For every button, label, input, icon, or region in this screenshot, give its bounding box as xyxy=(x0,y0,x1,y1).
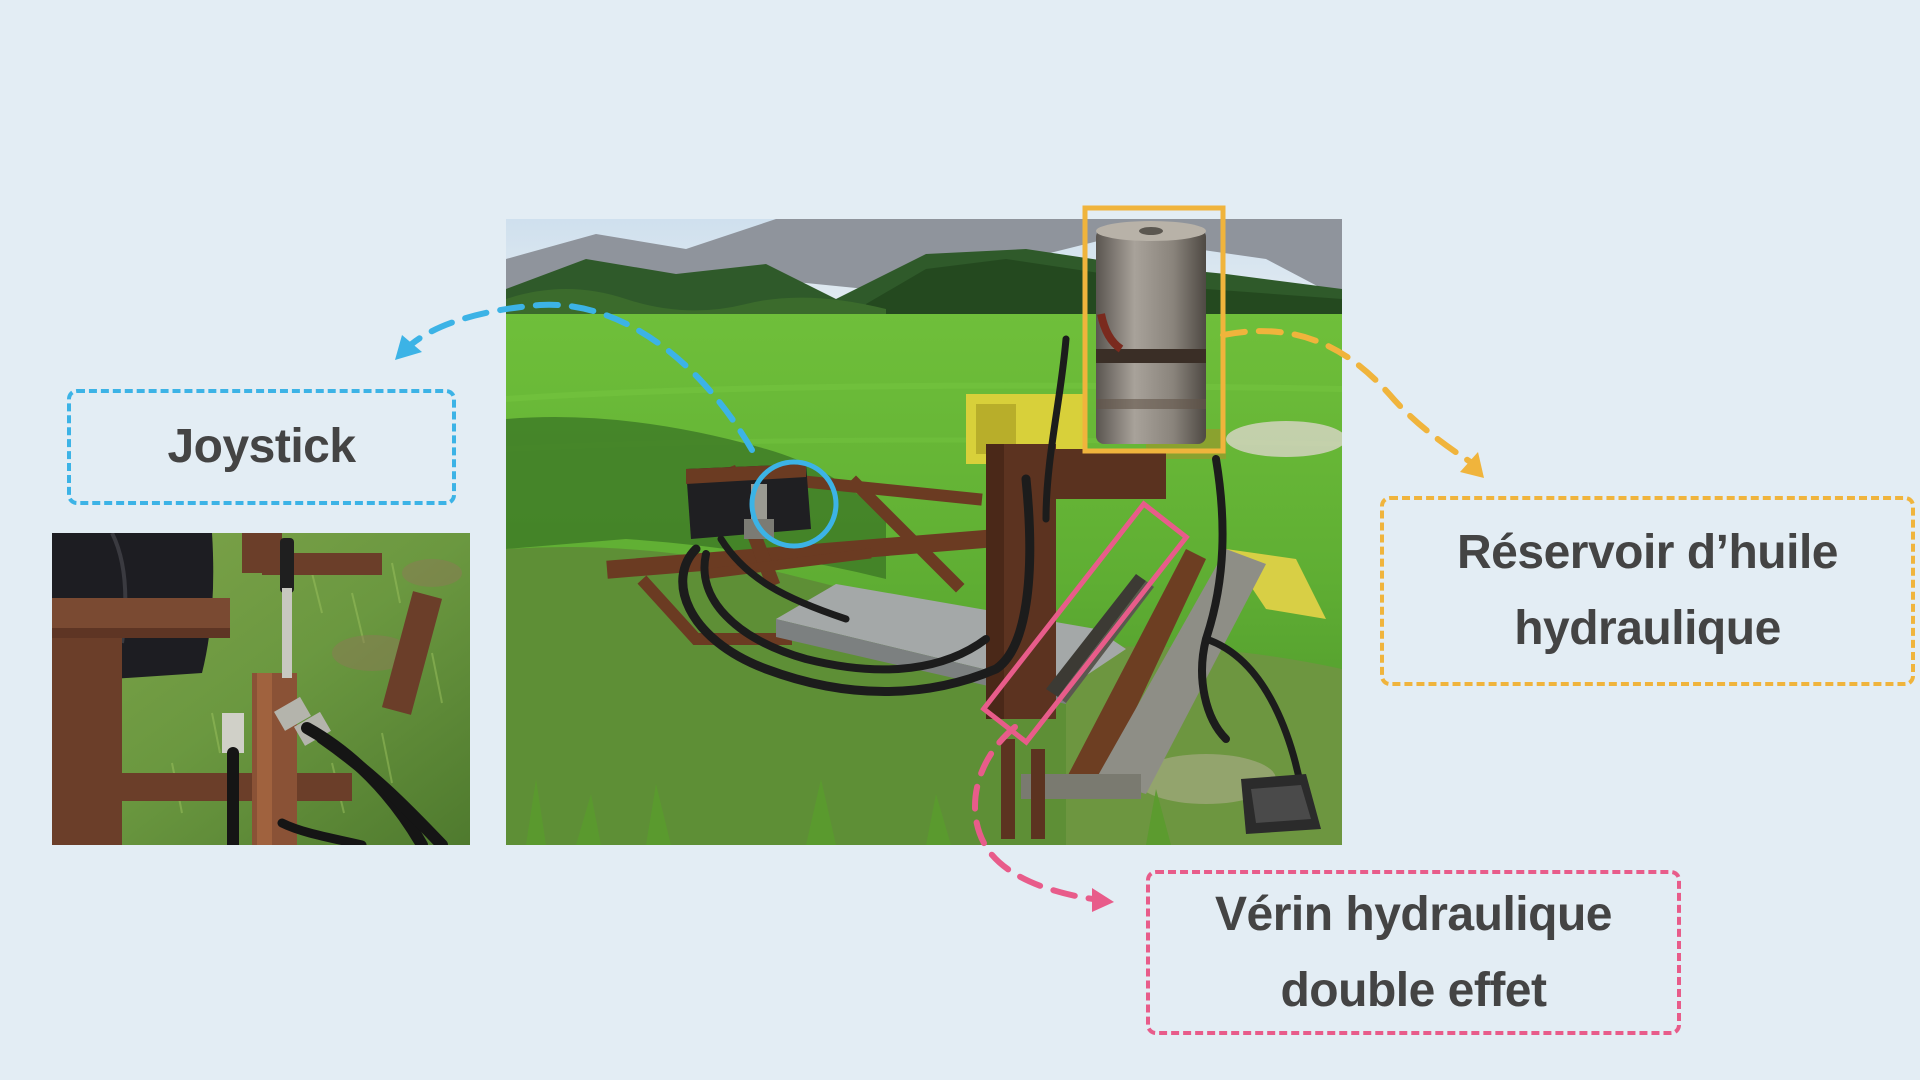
reservoir-arrowhead-icon xyxy=(1460,452,1484,478)
main-photo-hydraulic-machine xyxy=(506,219,1342,845)
joystick-arrowhead-icon xyxy=(395,335,422,360)
label-joystick: Joystick xyxy=(67,389,456,505)
label-reservoir-huile-hydraulique: Réservoir d’huile hydraulique xyxy=(1380,496,1915,686)
label-verin-hydraulique-double-effet: Vérin hydraulique double effet xyxy=(1146,870,1681,1035)
inset-photo-illustration xyxy=(52,533,470,845)
main-photo-illustration xyxy=(506,219,1342,845)
inset-photo-joystick-closeup xyxy=(52,533,470,845)
verin-arrowhead-icon xyxy=(1092,888,1114,912)
